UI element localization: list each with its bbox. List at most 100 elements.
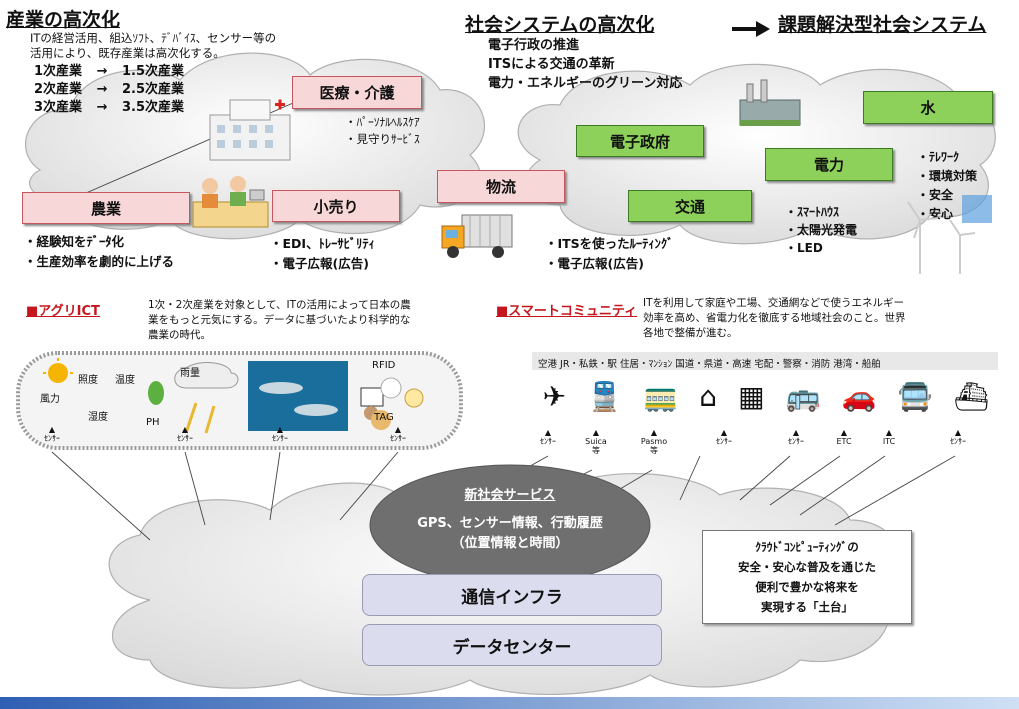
service-line1: GPS、センサー情報、行動履歴 <box>417 516 603 531</box>
comm-infra-box: 通信インフラ <box>362 574 662 616</box>
mizu-note: ・安全 <box>917 188 954 202</box>
sensor-marker: ▲ｾﾝｻｰ <box>177 425 193 443</box>
sensor-marker: ▲Suica 等 <box>585 428 607 455</box>
note-line: 便利で豊かな将来を <box>755 580 859 594</box>
note-line: 実現する「土台」 <box>761 600 853 614</box>
agri-label: 温度 <box>115 375 135 386</box>
agri-label: 風力 <box>40 394 60 405</box>
smart-desc: ITを利用して家庭や工場、交通網などで使うエネルギー <box>643 297 904 309</box>
agri-desc: 1次・2次産業を対象として、ITの活用によって日本の農 <box>148 299 411 311</box>
transport-category-bar: 空港 JR・私鉄・駅 住居・ﾏﾝｼｮﾝ 国道・県道・高速 宅配・警察・消防 港湾… <box>532 352 998 370</box>
kotsu-box: 交通 <box>628 190 752 222</box>
title-arrow-icon <box>732 21 770 37</box>
wind-turbine-icon <box>907 195 992 274</box>
row-from: 2次産業 <box>34 82 83 97</box>
kouri-note: ・電子広報(広告) <box>270 256 369 271</box>
iryo-box: 医療・介護 <box>292 76 422 109</box>
iryo-note: ・見守りｻｰﾋﾞｽ <box>345 132 420 146</box>
car-icon: 🚗 <box>841 379 877 413</box>
train2-icon: 🚃 <box>643 379 679 413</box>
row-to: 1.5次産業 <box>122 64 185 79</box>
row-to: 3.5次産業 <box>122 100 185 115</box>
sensor-marker: ▲ｾﾝｻｰ <box>788 428 804 446</box>
row-from: 1次産業 <box>34 64 83 79</box>
bus2-icon: 🚍 <box>897 379 933 413</box>
sensor-marker: ▲ｾﾝｻｰ <box>390 425 406 443</box>
house-icon: ⌂ <box>699 379 717 413</box>
iryo-note: ・ﾊﾟｰｿﾅﾙﾍﾙｽｹｱ <box>345 115 420 129</box>
solution-title: 課題解決型社会システム <box>778 14 987 36</box>
row-to: 2.5次産業 <box>122 82 185 97</box>
agri-desc: 農業の時代。 <box>148 329 211 341</box>
denryoku-note: ・LED <box>785 241 823 255</box>
industry-desc-line1: ITの経営活用、組込ｿﾌﾄ、ﾃﾞﾊﾞｲｽ、センサー等の <box>30 31 277 45</box>
smart-desc: 各地で整備が進む。 <box>643 327 738 339</box>
kouri-note: ・EDI、ﾄﾚｰｻﾋﾞﾘﾃｨ <box>270 236 375 251</box>
nogyo-box: 農業 <box>22 192 190 224</box>
note-line: 安全・安心な普及を通じた <box>738 560 876 574</box>
mizu-note: ・環境対策 <box>917 169 978 183</box>
sensor-marker: ▲ｾﾝｻｰ <box>272 425 288 443</box>
industry-row: 1次産業 → 1.5次産業 <box>34 64 184 80</box>
society-item: 電力・エネルギーのグリーン対応 <box>488 76 683 91</box>
sensor-marker: ▲ETC <box>836 428 852 446</box>
shop-icon <box>192 176 269 228</box>
sensor-marker: ▲ｾﾝｻｰ <box>716 428 732 446</box>
agri-panel <box>16 351 463 450</box>
service-line2: （位置情報と時間） <box>451 536 569 551</box>
power-plant-icon <box>739 79 801 126</box>
row-arrow: → <box>96 82 108 97</box>
cloud-foundation-note: ｸﾗｳﾄﾞｺﾝﾋﾟｭｰﾃｨﾝｸﾞの 安全・安心な普及を通じた 便利で豊かな将来を… <box>702 530 912 624</box>
agri-title: ■アグリICT <box>26 304 100 319</box>
airplane-icon: ✈ <box>542 379 567 413</box>
sensor-marker: ▲ｾﾝｻｰ <box>44 425 60 443</box>
society-item: ITSによる交通の革新 <box>488 57 615 72</box>
agri-label: PH <box>146 417 160 428</box>
kouri-box: 小売り <box>272 190 400 222</box>
mizu-box: 水 <box>863 91 993 124</box>
butsuryu-note: ・電子広報(広告) <box>545 256 644 271</box>
agri-label: TAG <box>374 412 394 423</box>
datacenter-box: データセンター <box>362 624 662 666</box>
sensor-marker: ▲ｾﾝｻｰ <box>540 428 556 446</box>
truck-icon <box>441 214 513 258</box>
butsuryu-box: 物流 <box>437 170 565 203</box>
connector-lines <box>51 99 956 541</box>
industry-title: 産業の高次化 <box>6 9 121 31</box>
industry-desc-line2: 活用により、既存産業は高次化する。 <box>30 46 225 60</box>
agri-illustrations <box>43 358 424 434</box>
mizu-note: ・安心 <box>917 207 954 221</box>
row-arrow: → <box>96 64 108 79</box>
sensor-marker: ▲Pasmo 等 <box>640 428 668 455</box>
bottom-bar <box>0 697 1019 709</box>
agri-desc: 業をもっと元気にする。データに基づいたより科学的な <box>148 314 411 326</box>
denryoku-box: 電力 <box>765 148 893 181</box>
row-from: 3次産業 <box>34 100 83 115</box>
transport-categories: 空港 JR・私鉄・駅 住居・ﾏﾝｼｮﾝ 国道・県道・高速 宅配・警察・消防 港湾… <box>538 359 881 370</box>
agri-label: 湿度 <box>88 412 108 423</box>
agri-label: RFID <box>372 360 396 371</box>
society-title: 社会システムの高次化 <box>465 14 655 36</box>
hospital-icon <box>209 99 291 161</box>
nogyo-note: ・経験知をﾃﾞｰﾀ化 <box>24 234 125 249</box>
transport-icons: ✈ 🚆 🚃 ⌂ ▦ 🚌 🚗 🚍 ⛴ <box>532 378 1000 414</box>
service-title: 新社会サービス <box>464 488 556 503</box>
agri-label: 雨量 <box>180 368 200 379</box>
mizu-note: ・ﾃﾚﾜｰｸ <box>917 150 960 164</box>
agri-label: 照度 <box>78 375 98 386</box>
sensor-marker: ▲ｾﾝｻｰ <box>950 428 966 446</box>
smart-desc: 効率を高め、省電力化を徹底する地域社会のこと。世界 <box>643 312 906 324</box>
sensor-marker: ▲ITC <box>882 428 896 446</box>
industry-row: 3次産業 → 3.5次産業 <box>34 100 184 116</box>
ship-icon: ⛴ <box>953 379 990 413</box>
denshi-seifu-box: 電子政府 <box>576 125 704 157</box>
denryoku-note: ・太陽光発電 <box>785 223 858 237</box>
row-arrow: → <box>96 100 108 115</box>
denryoku-note: ・ｽﾏｰﾄﾊｳｽ <box>785 205 840 219</box>
note-line: ｸﾗｳﾄﾞｺﾝﾋﾟｭｰﾃｨﾝｸﾞの <box>755 540 859 554</box>
butsuryu-note: ・ITSを使ったﾙｰﾃｨﾝｸﾞ <box>545 236 674 251</box>
industry-row: 2次産業 → 2.5次産業 <box>34 82 184 98</box>
society-item: 電子行政の推進 <box>488 38 580 53</box>
train-icon: 🚆 <box>587 379 623 413</box>
bus-icon: 🚌 <box>785 379 821 413</box>
